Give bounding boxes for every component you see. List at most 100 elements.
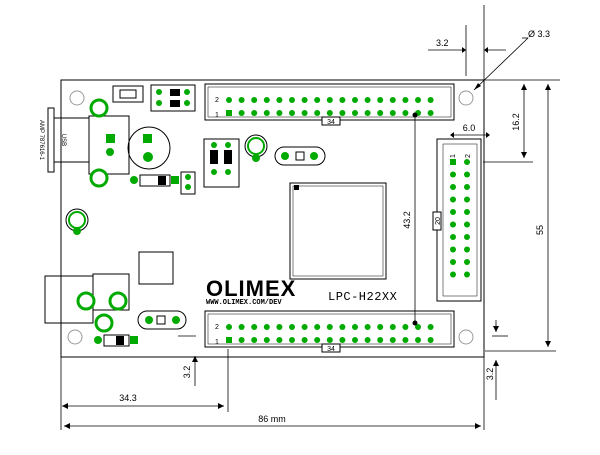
diode-1 [130,174,179,187]
header-pin [276,324,283,330]
header-pin [276,110,283,116]
header-pin [276,97,283,103]
header-pin [301,110,308,116]
header-pin [464,246,470,253]
header-pin [464,159,470,165]
header-pin [326,110,333,116]
header-pin [263,324,270,330]
header-pin [415,324,421,330]
small-ic [138,251,174,285]
header-pin [402,337,409,343]
header-pin [226,97,232,103]
header-pin [352,110,358,116]
header-pin [339,97,346,103]
header-pin [314,324,321,330]
header-pin [289,324,295,330]
header-pin [326,324,333,330]
header-pin [389,324,396,330]
header-pin [339,337,346,343]
header-pin [364,97,371,103]
header-pin [226,324,232,330]
header-pin [427,97,434,103]
dim-header-spacing: 43.2 [402,211,412,229]
header-pin [377,324,384,330]
arrowheads [62,47,551,429]
header-pin [251,324,258,330]
header-pin [450,184,456,190]
header-pin [450,246,456,253]
dim-hole-offset-top: 3.2 [436,38,449,48]
header-pin [464,184,470,190]
dim-right-header-width: 6.0 [463,123,476,133]
mounting-holes [67,90,474,345]
dim-right-header-top: 16.2 [511,113,521,131]
top-header: 2 1 34 [204,83,455,126]
header-pin [389,337,396,343]
header-pin [352,324,358,330]
header-pin [450,221,456,228]
diode-2 [94,334,138,347]
right-header-pin1: 1 [450,154,457,158]
dim-bottom-margin-right: 3.2 [485,368,495,381]
header-pin [364,337,371,343]
header-pin [464,171,470,178]
buzzer [127,126,171,170]
jumper-block-top [150,84,196,112]
top-header-pin2: 2 [215,97,219,104]
header-pin [377,97,384,103]
header-pin [238,337,245,343]
usb-part-text: AMP 787616-1 [38,120,44,161]
dim-bottom-margin-left: 3.2 [182,366,192,379]
header-pin [377,337,384,343]
header-pin [464,234,470,240]
header-pin [301,337,308,343]
header-pin [464,221,470,228]
header-pin [289,110,295,116]
header-pin [450,196,456,203]
header-pin [427,337,434,343]
header-pin [415,337,421,343]
header-pin [464,209,470,215]
header-pin [238,324,245,330]
header-pin [314,97,321,103]
power-jack [44,273,130,333]
dim-hole-diameter: Ø 3.3 [528,29,550,39]
header-pin [402,324,409,330]
header-pin [364,110,371,116]
header-pin [402,110,409,116]
usb-text: USB [60,134,66,146]
bottom-header-pin1: 1 [215,339,219,346]
olimex-logo: OLIMEX [206,276,296,301]
header-pin [251,337,258,343]
header-pin [464,271,470,278]
mcu-chip [289,182,387,280]
header-pin [464,259,470,265]
jumper-block-middle [203,138,240,188]
capacitor-1 [244,134,268,162]
pin-header-2 [180,171,196,195]
header-pin [352,337,358,343]
header-pin [251,110,258,116]
header-pin [352,97,358,103]
header-pin [238,110,245,116]
dim-header-left: 34.3 [119,393,137,403]
header-pin [450,259,456,265]
header-pin [276,337,283,343]
header-pin [263,337,270,343]
header-pin [389,110,396,116]
header-pin [289,97,295,103]
header-pin [326,337,333,343]
right-header: 1 2 20 [432,138,482,302]
header-pin [450,271,456,278]
header-pin [226,110,232,116]
header-pin [263,97,270,103]
bottom-header-count: 34 [327,346,335,353]
pcb-outline [60,79,485,358]
header-pin [251,97,258,103]
bottom-header: 2 1 34 [204,310,455,353]
header-pin [427,110,434,116]
header-pin [339,110,346,116]
crystal-1 [274,146,326,166]
header-pin [238,97,245,103]
